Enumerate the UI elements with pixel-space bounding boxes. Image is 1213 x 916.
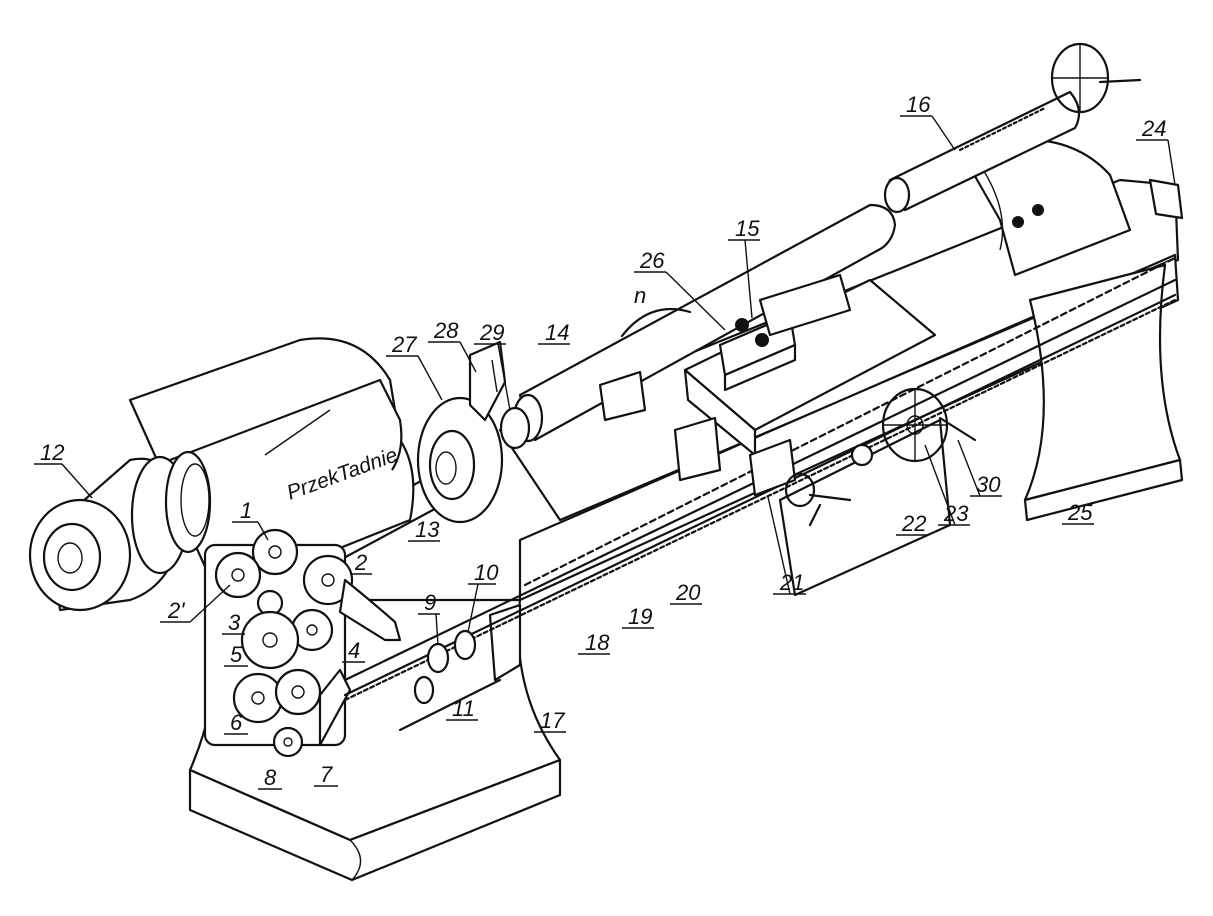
label-25: 25 [1067, 500, 1093, 525]
label-30: 30 [976, 472, 1001, 497]
label-27: 27 [391, 332, 417, 357]
label-20: 20 [675, 580, 701, 605]
label-9: 9 [424, 590, 436, 615]
label-11: 11 [452, 696, 475, 721]
carriage [685, 275, 975, 595]
label-14: 14 [545, 320, 569, 345]
label-24: 24 [1141, 116, 1166, 141]
label-2-prime: 2' [167, 598, 185, 623]
label-17: 17 [540, 708, 565, 733]
label-15: 15 [735, 216, 760, 241]
label-8: 8 [264, 765, 277, 790]
label-19: 19 [628, 604, 652, 629]
label-12: 12 [40, 440, 64, 465]
label-18: 18 [585, 630, 610, 655]
label-13: 13 [415, 517, 440, 542]
tailstock [885, 44, 1182, 275]
right-pedestal [1025, 265, 1182, 520]
motor-pulley [30, 452, 210, 610]
label-1: 1 [240, 498, 252, 523]
label-7: 7 [320, 762, 333, 787]
label-29: 29 [479, 320, 504, 345]
label-10: 10 [474, 560, 499, 585]
label-21: 21 [779, 570, 804, 595]
label-3: 3 [228, 610, 241, 635]
label-5: 5 [230, 642, 243, 667]
label-2: 2 [354, 550, 367, 575]
label-6: 6 [230, 710, 243, 735]
label-16: 16 [906, 92, 931, 117]
steady-block [600, 372, 720, 480]
label-26: 26 [639, 248, 665, 273]
spindle [330, 342, 529, 560]
label-28: 28 [433, 318, 459, 343]
gear-train [205, 530, 400, 756]
label-22: 22 [901, 511, 926, 536]
speed-symbol: n [634, 283, 646, 308]
part-labels: 1 2 2' 3 4 5 6 7 8 9 10 11 12 [34, 92, 1175, 790]
label-4: 4 [348, 638, 360, 663]
